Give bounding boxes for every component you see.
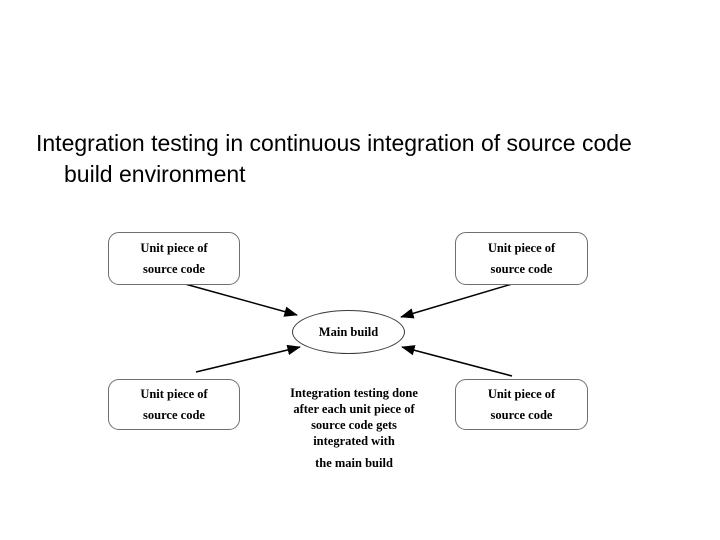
integration-testing-note-body: Integration testing done after each unit… [290,386,418,448]
unit-piece-top-right-line-1: Unit piece of [487,240,556,255]
unit-piece-top-left-line-2: source code [143,261,205,276]
unit-piece-bottom-left-line-2: source code [143,407,205,422]
main-build-label: Main build [318,324,379,339]
arrow-bottom-left-to-main-build [195,344,301,373]
unit-piece-bottom-right-line-1: Unit piece of [487,386,556,401]
unit-piece-top-right-box[interactable]: Unit piece of source code [455,232,588,285]
arrow-bottom-right-to-main-build [401,345,513,377]
unit-piece-bottom-left-box[interactable]: Unit piece of source code [108,379,240,430]
main-build-ellipse[interactable]: Main build [292,310,405,354]
arrow-top-right-to-main-build [400,283,513,319]
page-title: Integration testing in continuous integr… [36,128,684,190]
unit-piece-bottom-left-line-1: Unit piece of [140,386,208,401]
integration-testing-note-tail: the main build [315,456,393,470]
unit-piece-bottom-right-box[interactable]: Unit piece of source code [455,379,588,430]
unit-piece-bottom-right-line-2: source code [490,407,553,422]
integration-testing-note: Integration testing done after each unit… [289,385,419,471]
unit-piece-top-left-line-1: Unit piece of [140,240,208,255]
unit-piece-top-right-line-2: source code [490,261,553,276]
page-title-line-2: build environment [64,161,246,187]
unit-piece-top-left-box[interactable]: Unit piece of source code [108,232,240,285]
arrow-top-left-to-main-build [184,283,298,317]
page-title-line-1: Integration testing in continuous integr… [36,130,632,156]
